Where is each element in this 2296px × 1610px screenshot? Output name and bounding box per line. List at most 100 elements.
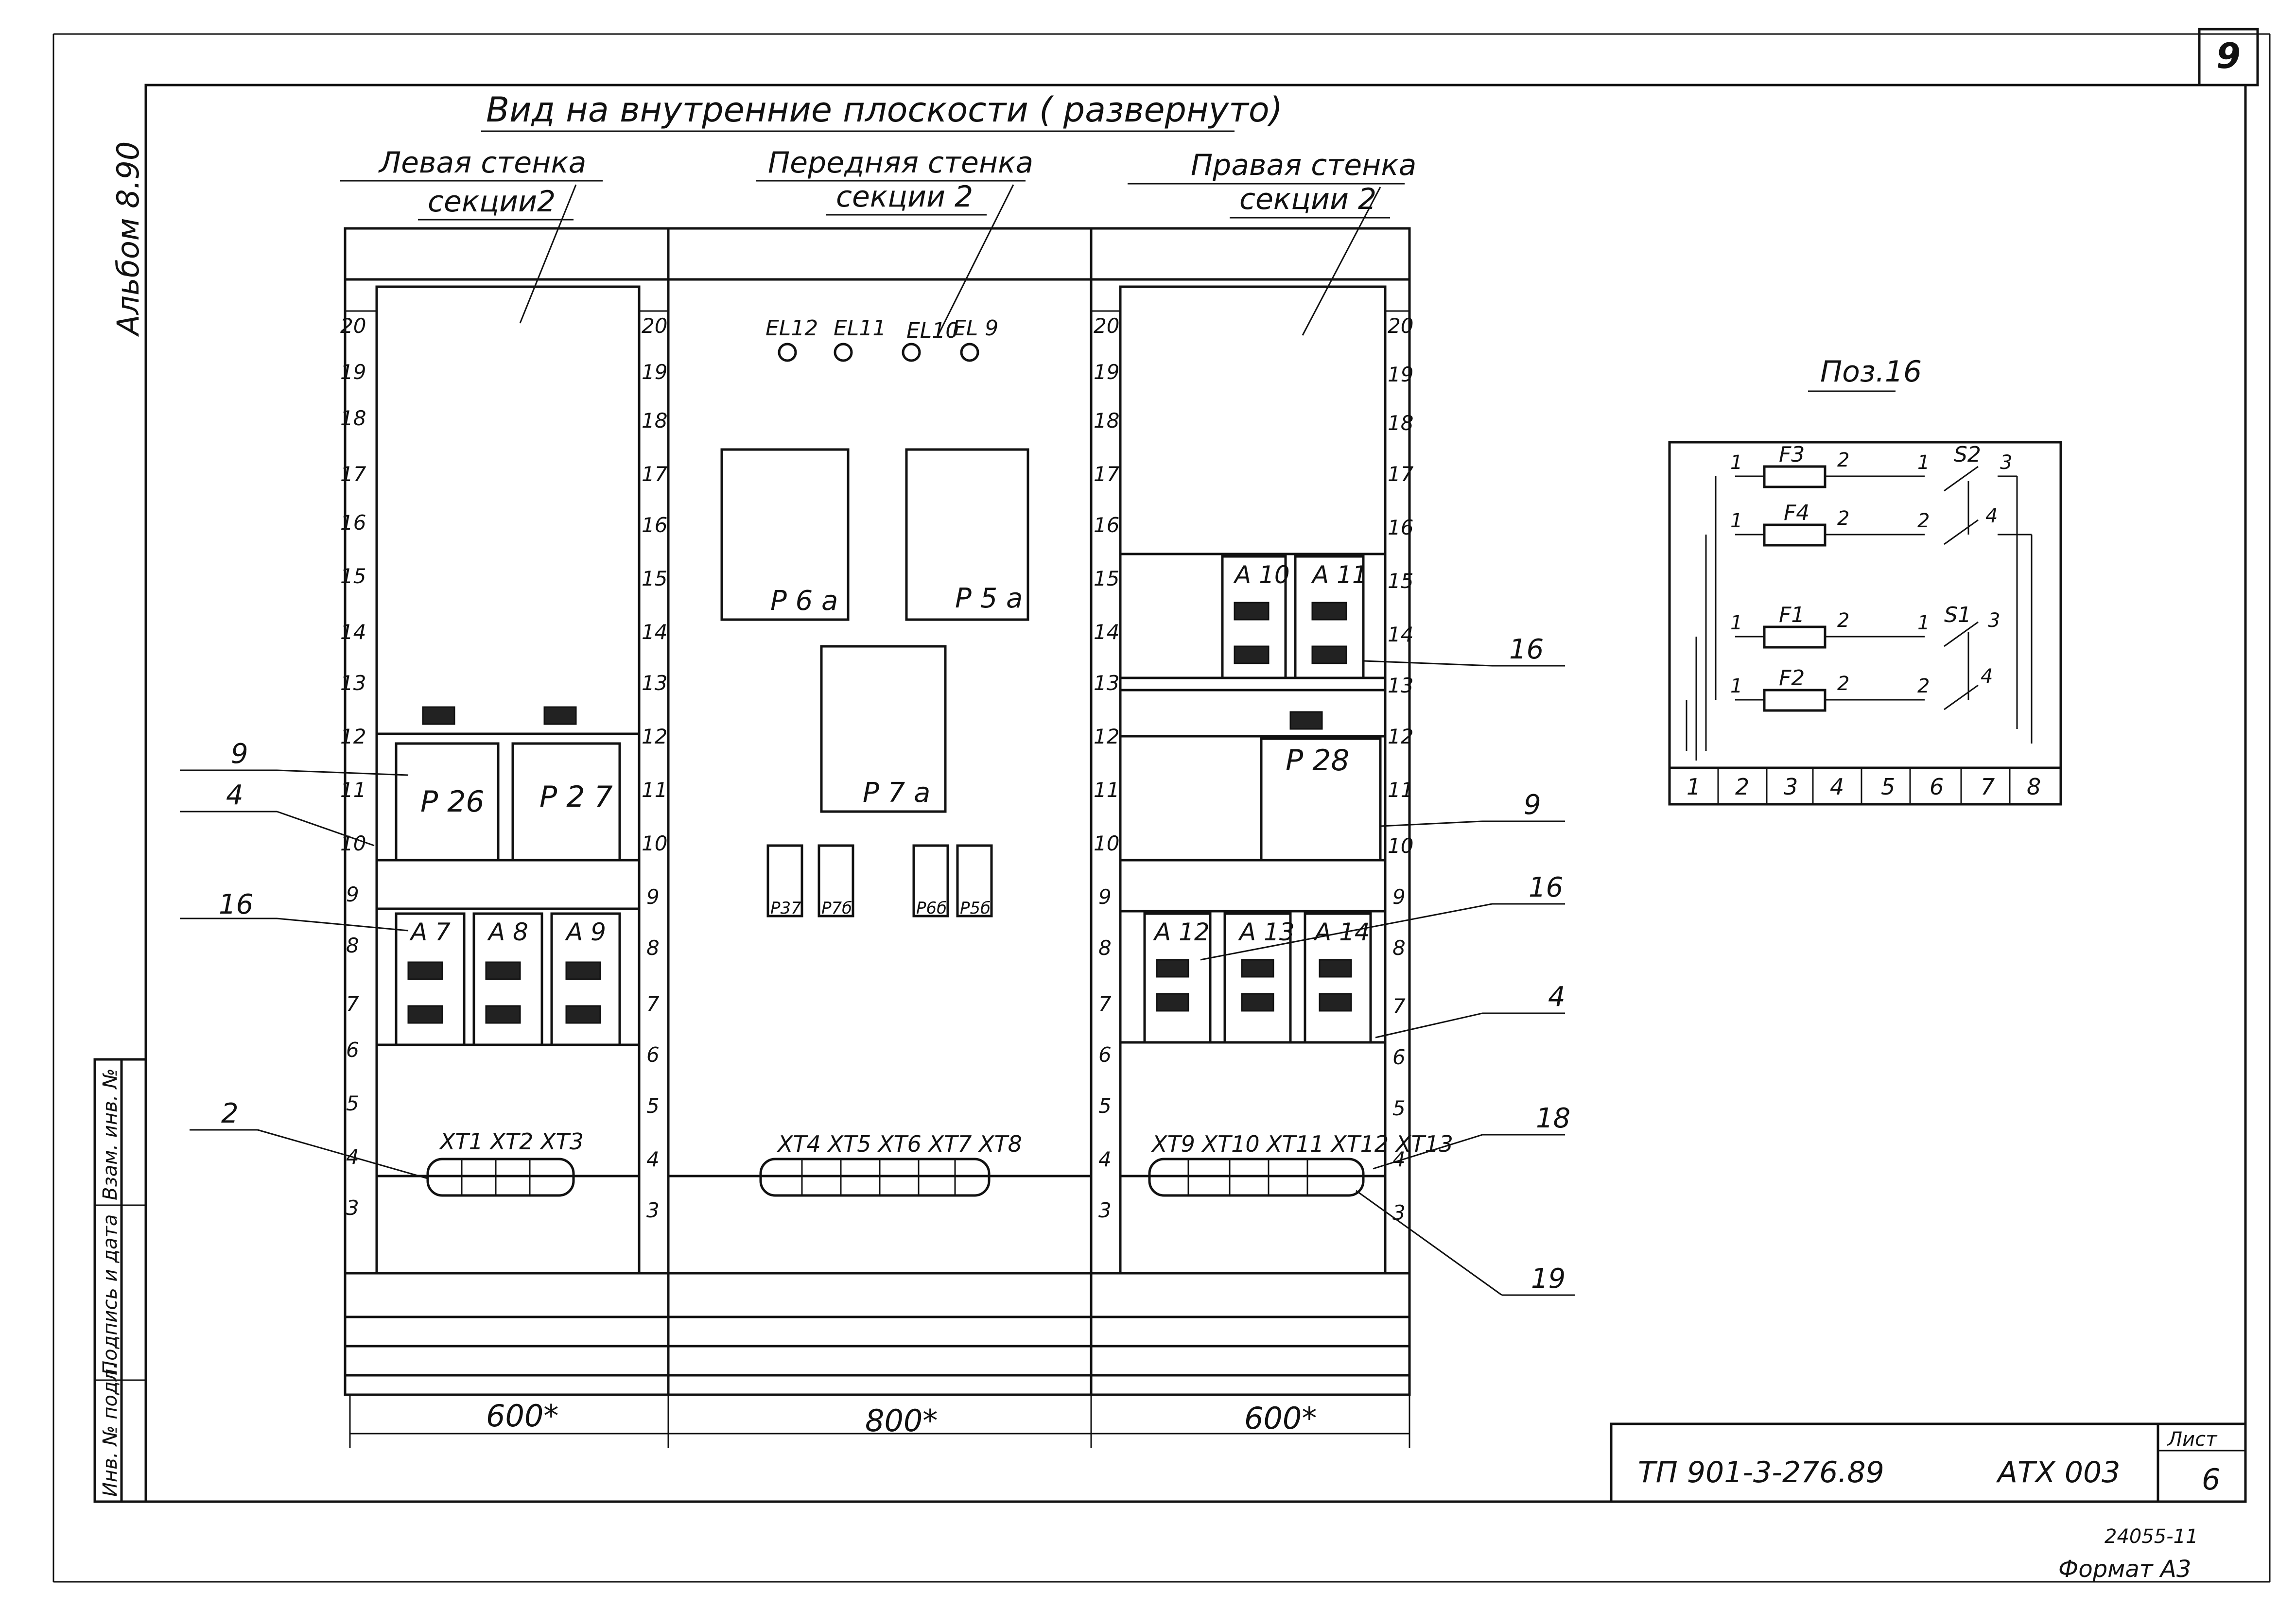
dimension-front: 800*: [865, 1403, 938, 1438]
scale-rr-11: 11: [1388, 778, 1413, 802]
a14-indicator-2: [1319, 993, 1352, 1012]
device-p5b: [956, 844, 993, 918]
scale-lr-3: 3: [646, 1198, 660, 1222]
scale-lr-13: 13: [642, 671, 667, 695]
pin-s1-4: 4: [1981, 665, 1993, 688]
device-a13: [1223, 912, 1292, 1044]
pin-f1-1: 1: [1730, 612, 1742, 634]
switch-s2-label: S2: [1954, 442, 1981, 467]
pos-terminal-2: 2: [1735, 774, 1749, 800]
a7-indicator-1: [407, 961, 443, 980]
scale-lr-7: 7: [646, 992, 660, 1016]
a8-indicator-1: [485, 961, 521, 980]
device-a11-label: А 11: [1311, 561, 1368, 589]
terminal-block-right: [1148, 1158, 1365, 1197]
copy-number: 24055-11: [2105, 1525, 2198, 1548]
device-a7: [395, 912, 466, 1046]
device-a11: [1294, 555, 1365, 679]
pin-f2-2: 2: [1837, 673, 1849, 695]
sheet-number: 9: [2216, 35, 2241, 76]
fuse-f3: [1763, 465, 1826, 488]
pin-s1-3: 3: [1988, 609, 2000, 632]
lamp-el10-icon: [902, 343, 921, 362]
device-p7b: [818, 844, 854, 918]
scale-rl-5: 5: [1098, 1094, 1112, 1118]
device-p6a: [720, 448, 850, 621]
pin-f1-2: 2: [1837, 609, 1849, 632]
scale-left-11: 11: [340, 778, 366, 802]
device-a10-label: А 10: [1233, 561, 1290, 589]
scale-lr-15: 15: [642, 567, 667, 590]
device-p27-label: Р 2 7: [539, 780, 613, 814]
pin-s2-4: 4: [1985, 505, 1998, 527]
scale-lr-6: 6: [646, 1043, 660, 1067]
margin-label-sign: Подпись и дата: [99, 1214, 122, 1375]
scale-left-12: 12: [340, 725, 366, 748]
scale-rr-17: 17: [1388, 462, 1414, 486]
device-p26: [395, 742, 500, 862]
margin-label-replace: Взам. инв. №: [99, 1068, 122, 1200]
pos-terminal-1: 1: [1687, 774, 1701, 800]
device-p37-label: Р37: [770, 899, 801, 918]
pin-f4-2: 2: [1837, 507, 1849, 530]
scale-rr-7: 7: [1392, 994, 1406, 1018]
scale-rr-14: 14: [1388, 623, 1413, 646]
device-a7-label: А 7: [409, 918, 451, 946]
right-small-block: [1289, 711, 1323, 730]
a11-indicator-2: [1311, 645, 1347, 664]
a7-indicator-2: [407, 1005, 443, 1024]
scale-lr-5: 5: [646, 1094, 660, 1118]
scale-lr-18: 18: [642, 409, 667, 433]
device-a8-label: А 8: [487, 918, 528, 946]
device-a14: [1304, 912, 1372, 1044]
pin-s1-1: 1: [1917, 612, 1930, 634]
callout-16-right-top: 16: [1509, 634, 1544, 665]
scale-rr-5: 5: [1392, 1096, 1406, 1120]
stamp-sheet-value: 6: [2202, 1463, 2220, 1497]
wall-front-line2: секции 2: [836, 180, 973, 214]
scale-left-19: 19: [340, 360, 366, 384]
wall-left-line1: Левая стенка: [378, 146, 586, 180]
callout-16-right: 16: [1529, 872, 1563, 903]
stamp-sheet-label: Лист: [2167, 1428, 2218, 1451]
stamp-code: ТП 901-3-276.89: [1638, 1455, 1884, 1489]
fuse-f1: [1763, 625, 1826, 649]
scale-rl-18: 18: [1094, 409, 1119, 433]
fuse-f2-label: F2: [1779, 666, 1805, 691]
scale-lr-17: 17: [642, 462, 668, 486]
device-p7a-label: Р 7 а: [863, 777, 930, 809]
drawing-title: Вид на внутренние плоскости ( развернуто…: [486, 90, 1283, 130]
pos-detail-frame: [1668, 441, 2062, 806]
pos-terminal-6: 6: [1930, 774, 1944, 800]
device-p6b: [912, 844, 949, 918]
dimension-right: 600*: [1244, 1401, 1317, 1436]
callout-19-right: 19: [1531, 1263, 1565, 1295]
callout-leaders: [180, 660, 1575, 1296]
pos-terminal-8: 8: [2027, 774, 2041, 800]
scale-rl-14: 14: [1094, 620, 1119, 644]
wall-front-line1: Передняя стенка: [768, 146, 1033, 180]
scale-rr-6: 6: [1392, 1045, 1406, 1069]
pin-s2-1: 1: [1917, 451, 1930, 474]
scale-rl-19: 19: [1094, 360, 1119, 384]
scale-lr-9: 9: [646, 885, 660, 909]
pin-f4-1: 1: [1730, 510, 1742, 532]
scale-rr-16: 16: [1388, 516, 1413, 539]
lamp-el12-icon: [778, 343, 797, 362]
a10-indicator-1: [1234, 602, 1270, 621]
terminals-left-label: ХТ1 ХТ2 ХТ3: [439, 1128, 584, 1155]
lamp-el9-label: EL 9: [953, 316, 998, 341]
wall-right-line2: секции 2: [1239, 182, 1376, 216]
device-a8: [472, 912, 543, 1046]
scale-rr-8: 8: [1392, 936, 1406, 960]
lamp-el11-icon: [834, 343, 853, 362]
device-p28-label: Р 28: [1286, 744, 1350, 778]
pos-detail-title: Поз.16: [1820, 355, 1922, 389]
dimension-line: [349, 1395, 1410, 1448]
scale-left-8: 8: [346, 934, 359, 957]
scale-left-3: 3: [346, 1196, 359, 1220]
device-a9: [550, 912, 621, 1046]
title-stamp: [1610, 1422, 2247, 1503]
scale-lr-20: 20: [642, 314, 667, 338]
